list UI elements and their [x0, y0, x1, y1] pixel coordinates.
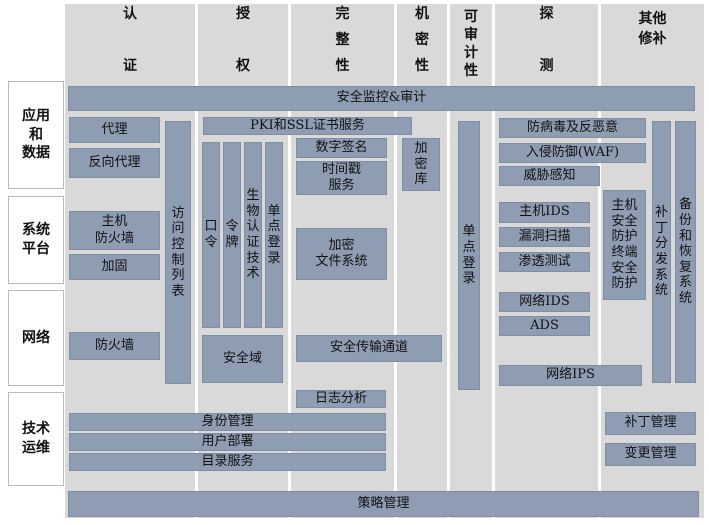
directory-service-bar: 目录服务	[69, 453, 386, 471]
antivirus-box: 防病毒及反恶意	[499, 118, 646, 138]
endpoint-protection-box: 主机 安全 防护 终端 安全 防护	[603, 190, 646, 300]
timestamp-service-box: 时间戳 服务	[296, 161, 387, 195]
column-header-detection: 探 测	[539, 6, 554, 74]
token-box: 令 牌	[223, 142, 241, 328]
reverse-proxy-box: 反向代理	[69, 148, 160, 178]
waf-box: 入侵防御(WAF)	[499, 143, 646, 163]
patch-distribution-box: 补 丁 分 发 系 统	[652, 121, 671, 383]
network-ids-box: 网络IDS	[499, 292, 590, 312]
host-firewall-box: 主机 防火墙	[69, 211, 160, 250]
network-ips-box: 网络IPS	[499, 365, 642, 386]
ads-box: ADS	[499, 316, 590, 336]
digital-signature-box: 数字签名	[296, 138, 387, 158]
column-header-integrity: 完 整 性	[335, 6, 350, 74]
column-header-authorization: 授 权	[236, 6, 250, 74]
sso-login-box-audit: 单 点 登 录	[458, 121, 480, 390]
user-deployment-bar: 用户部署	[69, 433, 386, 451]
pentest-box: 渗透测试	[499, 252, 590, 272]
hardening-box: 加固	[69, 254, 160, 280]
row-label-tech-ops: 技术 运维	[8, 392, 64, 486]
threat-awareness-box: 威胁感知	[499, 166, 600, 186]
patch-management-box: 补丁管理	[605, 412, 696, 435]
row-label-network: 网络	[8, 290, 64, 386]
row-label-application-data: 应用 和 数据	[8, 81, 64, 189]
password-box: 口 令	[202, 142, 220, 328]
secure-channel-box: 安全传输通道	[296, 335, 442, 362]
biometric-auth-box: 生 物 认 证 技 术	[244, 142, 262, 328]
backup-recovery-box: 备 份 和 恢 复 系 统	[675, 121, 696, 383]
proxy-box: 代理	[69, 117, 160, 143]
encrypted-db-box: 加 密 库	[402, 138, 440, 191]
column-header-other-repair: 其他 修补	[638, 10, 667, 47]
identity-management-bar: 身份管理	[69, 413, 386, 431]
security-domain-box: 安全域	[202, 335, 283, 383]
row-label-system-platform: 系统 平台	[8, 196, 64, 284]
pki-ssl-bar: PKI和SSL证书服务	[203, 117, 412, 135]
access-control-list-box: 访 问 控 制 列 表	[165, 121, 191, 384]
change-management-box: 变更管理	[605, 443, 696, 466]
sso-login-box-authorization: 单 点 登 录	[265, 142, 283, 328]
log-analysis-box: 日志分析	[296, 390, 386, 408]
vuln-scan-box: 漏洞扫描	[499, 227, 590, 247]
security-monitor-audit-bar: 安全监控&审计	[68, 86, 695, 111]
encrypted-filesystem-box: 加密 文件系统	[296, 228, 387, 280]
column-header-confidentiality: 机 密 性	[415, 6, 429, 74]
policy-management-bar: 策略管理	[68, 491, 699, 517]
host-ids-box: 主机IDS	[499, 202, 590, 223]
column-confidentiality	[397, 4, 447, 518]
column-header-auditability: 可 审 计 性	[464, 8, 478, 80]
column-header-authentication: 认 证	[123, 6, 137, 74]
firewall-box: 防火墙	[69, 332, 160, 360]
